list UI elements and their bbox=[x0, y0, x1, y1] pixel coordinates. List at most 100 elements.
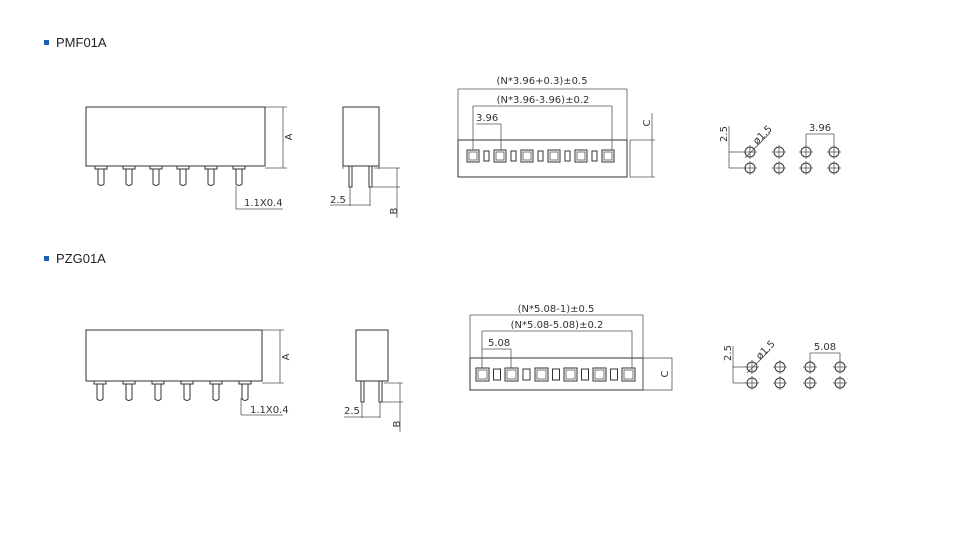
pin bbox=[179, 169, 187, 186]
housing-side bbox=[342, 106, 380, 167]
housing-front bbox=[85, 329, 263, 382]
pad-slot bbox=[610, 368, 618, 381]
holes bbox=[743, 145, 841, 175]
pmf01a-top-view: (N*3.96+0.3)±0.5 (N*3.96-3.96)±0.2 3.96 … bbox=[457, 76, 655, 178]
hole-pitch-label: 3.96 bbox=[809, 123, 831, 134]
pad bbox=[534, 367, 549, 382]
pin-shoulder bbox=[122, 165, 136, 170]
pad-inner bbox=[576, 151, 586, 161]
pad bbox=[475, 367, 490, 382]
pin bbox=[235, 169, 243, 186]
pzg01a-front-view: A 1.1X0.4 bbox=[85, 329, 292, 416]
pad bbox=[592, 367, 607, 382]
pad-inner bbox=[603, 151, 613, 161]
dim-b-label: B bbox=[392, 420, 403, 427]
section-title-text: PMF01A bbox=[56, 35, 107, 50]
pmf01a-front-view: A 1.1X0.4 bbox=[85, 106, 295, 210]
pad-slot bbox=[564, 150, 571, 162]
pad-slot bbox=[522, 368, 531, 381]
pmf01a-hole-pattern: 2.5 ø1.5 3.96 bbox=[719, 123, 841, 175]
pins bbox=[93, 380, 252, 401]
pad-inner bbox=[549, 151, 559, 161]
overall-length-label: (N*3.96+0.3)±0.5 bbox=[496, 76, 587, 87]
hole-pitch-label: 5.08 bbox=[814, 342, 836, 353]
dim-c-label: C bbox=[642, 119, 653, 126]
pad-inner bbox=[506, 369, 517, 380]
pitch-label: 3.96 bbox=[476, 113, 498, 124]
housing-side bbox=[355, 329, 389, 382]
pins bbox=[94, 165, 246, 186]
pin-span-label: (N*3.96-3.96)±0.2 bbox=[497, 95, 590, 106]
pzg01a-hole-pattern: 2.5 ø1.5 5.08 bbox=[723, 339, 847, 390]
pmf01a-side-view: 2.5 B bbox=[330, 106, 400, 218]
pin-shoulder bbox=[209, 380, 223, 385]
pad bbox=[563, 367, 578, 382]
dim-a-label: A bbox=[284, 133, 295, 140]
bullet-icon bbox=[44, 40, 49, 45]
pad-inner bbox=[495, 151, 505, 161]
pin-shoulder bbox=[151, 380, 165, 385]
pads bbox=[466, 149, 615, 163]
pin-shoulder bbox=[122, 380, 136, 385]
overall-length-label: (N*5.08-1)±0.5 bbox=[518, 304, 595, 315]
pad bbox=[520, 149, 534, 163]
hole-row-spacing-label: 2.5 bbox=[719, 126, 730, 142]
pad-slot bbox=[552, 368, 560, 381]
pad-inner bbox=[477, 369, 488, 380]
pad bbox=[547, 149, 561, 163]
pin bbox=[152, 169, 160, 186]
pin-shoulder bbox=[94, 165, 108, 170]
pzg01a-top-view: (N*5.08-1)±0.5 (N*5.08-5.08)±0.2 5.08 C bbox=[469, 304, 673, 391]
pin-shoulder bbox=[204, 165, 218, 170]
holes bbox=[745, 360, 847, 390]
pin-shoulder bbox=[180, 380, 194, 385]
pad-slot bbox=[581, 368, 589, 381]
pad bbox=[601, 149, 615, 163]
pad-inner bbox=[565, 369, 576, 380]
pin-span-label: (N*5.08-5.08)±0.2 bbox=[511, 320, 604, 331]
pin bbox=[212, 384, 220, 401]
hole-diameter-label: ø1.5 bbox=[754, 339, 777, 362]
side-pin-offset-label: 2.5 bbox=[344, 406, 360, 417]
pad bbox=[493, 149, 507, 163]
pin-size-label: 1.1X0.4 bbox=[244, 198, 283, 209]
housing-front bbox=[85, 106, 266, 167]
pitch-label: 5.08 bbox=[488, 338, 510, 349]
pad-inner bbox=[623, 369, 634, 380]
pad-slot bbox=[510, 150, 517, 162]
hole-row-spacing-label: 2.5 bbox=[723, 345, 734, 361]
pin bbox=[241, 384, 249, 401]
pin bbox=[154, 384, 162, 401]
pin-shoulder bbox=[232, 165, 246, 170]
bullet-icon bbox=[44, 256, 49, 261]
section-title-text: PZG01A bbox=[56, 251, 106, 266]
pad bbox=[574, 149, 588, 163]
pin-shoulder bbox=[149, 165, 163, 170]
pad-inner bbox=[522, 151, 532, 161]
pad-slot bbox=[493, 368, 501, 381]
section-title-pmf01a: PMF01A bbox=[44, 35, 107, 50]
dim-a-label: A bbox=[281, 353, 292, 360]
dim-b-label: B bbox=[389, 207, 400, 214]
pad-slot bbox=[537, 150, 544, 162]
pads bbox=[475, 367, 636, 382]
pad bbox=[621, 367, 636, 382]
pin-shoulder bbox=[176, 165, 190, 170]
section-title-pzg01a: PZG01A bbox=[44, 251, 106, 266]
pad-slot bbox=[483, 150, 490, 162]
pzg01a-side-view: 2.5 B bbox=[344, 329, 403, 432]
pin bbox=[97, 169, 105, 186]
pad-inner bbox=[594, 369, 605, 380]
pad-slot bbox=[591, 150, 598, 162]
pad bbox=[504, 367, 519, 382]
pin bbox=[125, 169, 133, 186]
pin bbox=[207, 169, 215, 186]
hole-diameter-label: ø1.5 bbox=[751, 124, 774, 147]
pin bbox=[125, 384, 133, 401]
pad-inner bbox=[536, 369, 547, 380]
pin bbox=[96, 384, 104, 401]
pin-shoulder bbox=[238, 380, 252, 385]
pin bbox=[183, 384, 191, 401]
housing-top bbox=[457, 139, 628, 178]
